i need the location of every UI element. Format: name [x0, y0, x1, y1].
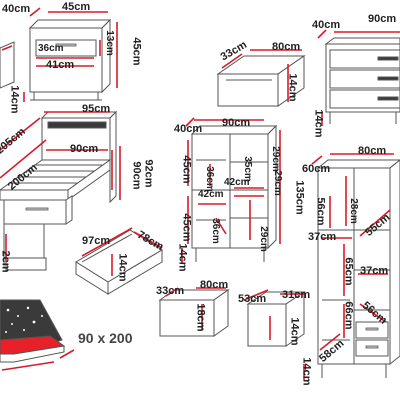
nightstand-drawing	[23, 7, 118, 102]
dimension-label-small-drawer-height: 14cm	[288, 317, 301, 346]
dimension-label-small-drawer-depth: 31cm	[282, 289, 311, 301]
dimension-label-cabinet-shelf-upper: 45cm	[180, 155, 193, 184]
dimension-label-wardrobe-drawer-depth: 58cm	[317, 337, 347, 365]
dimension-label-bed-mattress-width: 90cm	[70, 143, 99, 155]
dimension-label-dresser-width: 90cm	[368, 13, 397, 25]
dimension-label-cabinet-inner-42b: 42cm	[198, 189, 224, 200]
dresser-drawer-drawing	[216, 49, 306, 107]
dimension-label-wardrobe-leg-height: 14cm	[300, 357, 313, 386]
dimension-label-bed-total-height: 92cm	[142, 159, 155, 188]
dimension-label-cabinet-drawer-depth: 33cm	[156, 285, 185, 297]
dimension-label-wardrobe-shelf-56a: 56cm	[314, 197, 327, 226]
mattress-drawing	[0, 299, 75, 371]
dimension-label-cabinet-total-height: 135cm	[293, 180, 306, 215]
dimension-label-cabinet-width: 90cm	[222, 117, 251, 129]
dimension-label-dresser-drawer-depth: 33cm	[218, 38, 250, 64]
bed-drawing	[0, 110, 121, 271]
dimension-label-bed-length: 205cm	[0, 125, 28, 157]
dimension-label-wardrobe-shelf-37a: 37cm	[308, 231, 337, 243]
dimension-label-nightstand-drawer-height: 13cm	[103, 30, 115, 56]
display-cabinet-drawing	[181, 117, 281, 264]
dimension-label-nightstand-height: 45cm	[130, 37, 143, 66]
dimension-label-bed-width: 95cm	[82, 103, 111, 115]
dimension-label-bed-frame-height: 2cm	[0, 250, 12, 273]
dimension-label-dresser-drawer-width: 80cm	[272, 41, 301, 53]
dimension-label-bed-drawer-width: 97cm	[82, 235, 111, 247]
dimension-label-bed-mattress-length: 200cm	[5, 161, 40, 193]
dimension-label-wardrobe-shelf-55: 55cm	[363, 211, 393, 239]
dimension-label-small-drawer-width: 53cm	[238, 293, 267, 305]
dimension-label-bed-drawer-height: 14cm	[116, 253, 129, 282]
dimension-label-wardrobe-width: 80cm	[358, 145, 387, 157]
small-drawer-drawing	[243, 289, 306, 347]
dimension-label-cabinet-depth: 40cm	[174, 123, 203, 135]
dresser-drawing	[317, 29, 400, 126]
dimension-label-bed-drawer-depth: 78cm	[135, 228, 166, 254]
dimension-label-wardrobe-depth: 60cm	[302, 163, 331, 175]
dimension-label-cabinet-inner-42a: 42cm	[224, 177, 250, 188]
edge-cabinet-drawing	[0, 41, 15, 89]
dimension-label-cabinet-inner-29b: 29cm	[271, 170, 283, 196]
dimension-label-nightstand-inner-depth: 41cm	[46, 59, 75, 71]
wardrobe-drawing	[303, 153, 400, 380]
dimension-label-cabinet-drawer-width: 80cm	[200, 279, 229, 291]
dimension-label-wardrobe-shelf-56b: 56cm	[359, 299, 390, 327]
dimension-label-bed-headboard-height: 90cm	[130, 161, 143, 190]
mattress-size-label: 90 x 200	[78, 330, 133, 346]
dimension-label-wardrobe-shelf-65: 65cm	[342, 257, 355, 286]
dimension-label-cabinet-leg-height: 14cm	[176, 243, 189, 272]
cabinet-drawer-drawing	[158, 287, 230, 337]
dimension-label-dresser-leg-height: 14cm	[312, 109, 325, 138]
dimension-label-cabinet-shelf-lower: 45cm	[180, 213, 193, 242]
dimension-label-wardrobe-shelf-28: 28cm	[347, 198, 359, 224]
dimension-label-cabinet-shelf-36: 36cm	[203, 166, 215, 192]
dimension-label-wardrobe-shelf-66: 66cm	[342, 301, 355, 330]
dimension-label-dresser-drawer-height: 14cm	[286, 73, 299, 102]
dimension-label-cabinet-inner-36: 36cm	[209, 218, 221, 244]
dimension-label-cabinet-drawer-height: 18cm	[194, 303, 207, 332]
dimension-label-nightstand-depth: 40cm	[2, 3, 31, 15]
dimension-label-nightstand-width: 45cm	[62, 1, 91, 13]
dimension-label-nightstand-leg-height: 14cm	[8, 85, 21, 114]
dimension-label-nightstand-drawer-width: 36cm	[38, 43, 64, 54]
dimension-label-wardrobe-shelf-37b: 37cm	[360, 265, 389, 277]
dimension-label-dresser-depth: 40cm	[312, 19, 341, 31]
bed-drawer-drawing	[75, 227, 163, 295]
dimension-label-cabinet-inner-29a: 29cm	[269, 146, 281, 172]
dimension-label-cabinet-inner-29c: 29cm	[257, 226, 269, 252]
